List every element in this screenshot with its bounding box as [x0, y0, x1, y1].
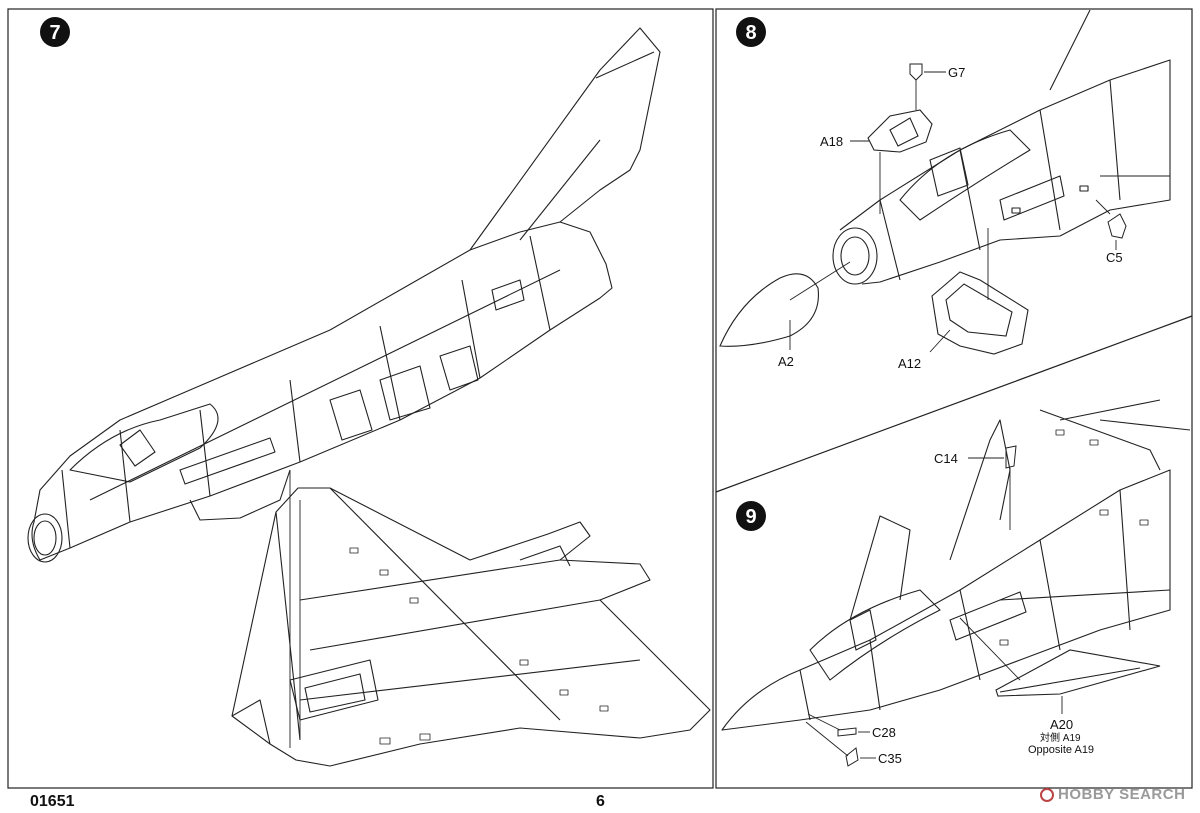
- step-7-guide-lines: [289, 470, 301, 748]
- label-a20: A20: [1050, 717, 1073, 732]
- part-g7-drawing: [909, 63, 923, 81]
- label-a20-note-jp: 対側 A19: [1040, 731, 1081, 744]
- part-a12-drawing: [931, 271, 1029, 355]
- part-c5-drawing: [1107, 213, 1127, 239]
- part-a2-drawing: [719, 273, 819, 347]
- label-g7: G7: [948, 65, 965, 80]
- label-a18: A18: [820, 134, 843, 149]
- watermark-text: HOBBY SEARCH: [1058, 786, 1186, 803]
- step-8: 8: [719, 9, 1171, 371]
- step-9: 9: [721, 399, 1191, 767]
- label-a12: A12: [898, 356, 921, 371]
- label-c28: C28: [872, 725, 896, 740]
- step-8-guide-lines: [789, 80, 1111, 301]
- part-c35-drawing: [845, 747, 859, 767]
- part-a18-drawing: [867, 109, 933, 153]
- label-c5: C5: [1106, 250, 1123, 265]
- watermark: HOBBY SEARCH: [1040, 786, 1185, 803]
- step-7-number: 7: [49, 22, 60, 44]
- document-code: 01651: [30, 793, 75, 810]
- step-8-badge: [736, 17, 766, 47]
- label-c35: C35: [878, 751, 902, 766]
- step-8-number: 8: [745, 22, 756, 44]
- step-7-badge: [40, 17, 70, 47]
- step-9-number: 9: [745, 506, 756, 528]
- part-a20-drawing: [995, 649, 1161, 697]
- step-7-wing-drawing: [231, 487, 711, 767]
- label-a20-note-en: Opposite A19: [1028, 744, 1094, 756]
- step-8-fuselage-drawing: [832, 9, 1171, 285]
- part-c14-drawing: [1005, 445, 1017, 469]
- part-c28-drawing: [837, 727, 857, 737]
- hobbysearch-logo-icon: [1040, 787, 1054, 802]
- step-9-guide-lines: [805, 468, 1021, 757]
- step-9-fuselage-drawing: [721, 399, 1191, 731]
- step-8-callout-leaders: [789, 71, 1117, 353]
- label-a2: A2: [778, 354, 794, 369]
- label-c14: C14: [934, 451, 958, 466]
- panel-frames: [7, 8, 1193, 789]
- page-number: 6: [596, 793, 605, 810]
- step-9-badge: [736, 501, 766, 531]
- step-9-callout-leaders: [858, 457, 1063, 759]
- step-7-fuselage-drawing: [27, 27, 661, 563]
- step-7: 7: [27, 17, 711, 767]
